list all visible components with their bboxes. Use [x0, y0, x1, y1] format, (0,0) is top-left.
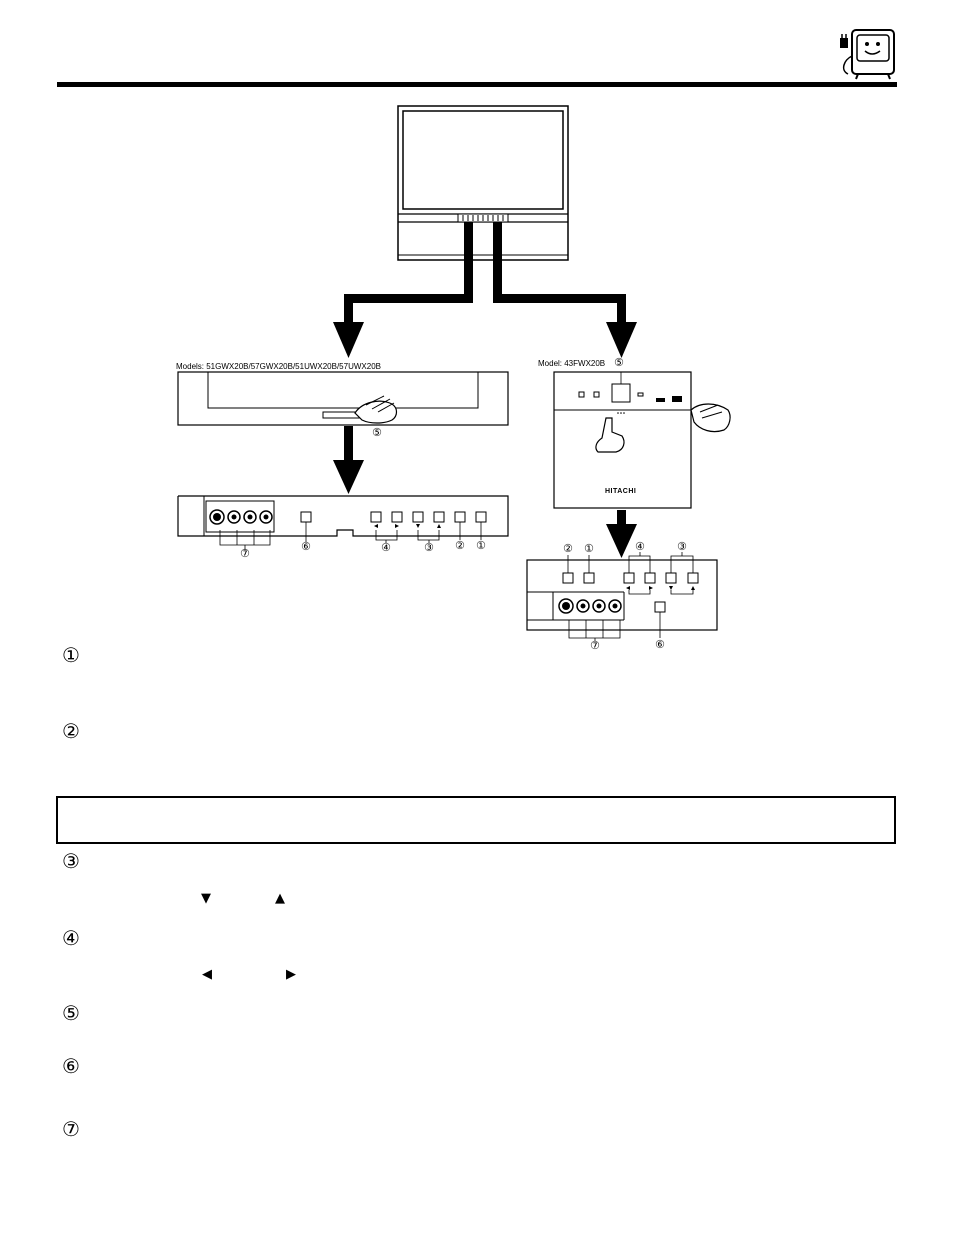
- arrow-left-glyph: ◀: [202, 967, 212, 982]
- legend-marker-1: ①: [62, 643, 80, 667]
- callout-4-right: ④: [635, 540, 645, 553]
- left-cabinet-door: [177, 371, 509, 426]
- callout-2-left: ②: [455, 539, 465, 552]
- arrow-right-glyph: ▶: [286, 967, 296, 982]
- callout-6-left: ⑥: [301, 540, 311, 553]
- callout-3-right: ③: [677, 540, 687, 553]
- right-cabinet: [553, 371, 731, 509]
- header-rule: [57, 82, 897, 87]
- callout-2-right: ②: [563, 542, 573, 555]
- connector-arrows: [333, 222, 637, 558]
- callout-7-right: ⑦: [590, 639, 600, 652]
- front-panel-diagram: [177, 105, 731, 641]
- left-control-panel: [177, 495, 509, 550]
- model-label-right: Model: 43FWX20B: [538, 359, 606, 368]
- callout-5-left: ⑤: [372, 426, 382, 439]
- callout-3-left: ③: [424, 541, 434, 554]
- legend-marker-5: ⑤: [62, 1001, 80, 1025]
- legend-marker-3: ③: [62, 849, 80, 873]
- legend-marker-6: ⑥: [62, 1054, 80, 1078]
- legend-marker-4: ④: [62, 926, 80, 950]
- arrow-down-glyph: ▼: [201, 891, 211, 906]
- callout-6-right: ⑥: [655, 638, 665, 651]
- tv-mascot-icon: [840, 29, 895, 80]
- note-box: [56, 796, 896, 844]
- brand-logo: HITACHI: [605, 488, 637, 495]
- callout-4-left: ④: [381, 541, 391, 554]
- legend-marker-2: ②: [62, 719, 80, 743]
- callout-7-left: ⑦: [240, 547, 250, 560]
- right-control-panel: [526, 372, 718, 641]
- models-label-left: Models: 51GWX20B/57GWX20B/51UWX20B/57UWX…: [176, 362, 381, 371]
- callout-1-left: ①: [476, 539, 486, 552]
- television-illustration: [397, 105, 569, 261]
- callout-5-right: ⑤: [614, 356, 624, 369]
- arrow-up-glyph: ▲: [275, 891, 285, 906]
- callout-1-right: ①: [584, 542, 594, 555]
- legend-marker-7: ⑦: [62, 1117, 80, 1141]
